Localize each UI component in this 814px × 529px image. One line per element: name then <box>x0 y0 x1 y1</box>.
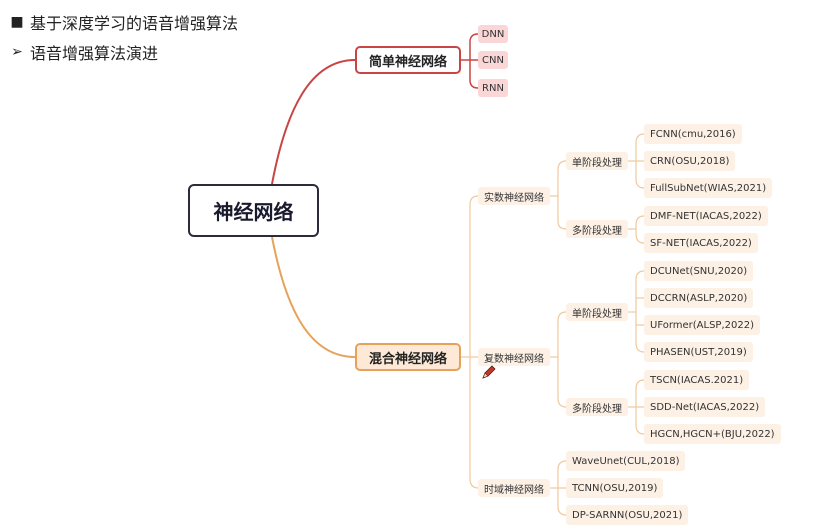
complex-nn-node[interactable]: 复数神经网络 <box>478 348 550 366</box>
bullet-2: ➢ 语音增强算法演进 <box>10 40 158 64</box>
time-domain-nn-node[interactable]: 时域神经网络 <box>478 479 550 497</box>
leaf-fullsubnet[interactable]: FullSubNet(WIAS,2021) <box>644 178 773 198</box>
leaf-crn[interactable]: CRN(OSU,2018) <box>644 151 736 171</box>
leaf-sdd-net[interactable]: SDD-Net(IACAS,2022) <box>644 397 766 417</box>
root-node[interactable]: 神经网络 <box>188 184 319 237</box>
complex-single-stage-node[interactable]: 单阶段处理 <box>566 303 628 321</box>
simple-nn-node[interactable]: 简单神经网络 <box>355 46 461 74</box>
complex-multi-stage-node[interactable]: 多阶段处理 <box>566 398 628 416</box>
bullet-2-text: 语音增强算法演进 <box>30 44 159 63</box>
dnn-node[interactable]: DNN <box>478 25 508 43</box>
leaf-waveunet[interactable]: WaveUnet(CUL,2018) <box>566 451 686 471</box>
cnn-node[interactable]: CNN <box>478 51 508 69</box>
leaf-dmf-net[interactable]: DMF-NET(IACAS,2022) <box>644 206 768 226</box>
leaf-dcunet[interactable]: DCUNet(SNU,2020) <box>644 261 754 281</box>
leaf-dccrn[interactable]: DCCRN(ASLP,2020) <box>644 288 754 308</box>
square-bullet-icon: ■ <box>10 14 24 30</box>
hybrid-nn-node[interactable]: 混合神经网络 <box>355 343 461 371</box>
real-single-stage-node[interactable]: 单阶段处理 <box>566 152 628 170</box>
arrow-bullet-icon: ➢ <box>11 44 23 60</box>
leaf-uformer[interactable]: UFormer(ALSP,2022) <box>644 315 760 335</box>
bullet-1-text: 基于深度学习的语音增强算法 <box>30 14 239 33</box>
real-nn-node[interactable]: 实数神经网络 <box>478 187 550 205</box>
leaf-sf-net[interactable]: SF-NET(IACAS,2022) <box>644 233 758 253</box>
rnn-node[interactable]: RNN <box>478 79 508 97</box>
leaf-dp-sarnn[interactable]: DP-SARNN(OSU,2021) <box>566 505 689 525</box>
leaf-tcnn[interactable]: TCNN(OSU,2019) <box>566 478 664 498</box>
real-multi-stage-node[interactable]: 多阶段处理 <box>566 220 628 238</box>
bullet-1: ■ 基于深度学习的语音增强算法 <box>10 10 238 34</box>
leaf-phasen[interactable]: PHASEN(UST,2019) <box>644 342 753 362</box>
leaf-tscn[interactable]: TSCN(IACAS.2021) <box>644 370 750 390</box>
pencil-icon <box>482 365 496 379</box>
leaf-fcnn[interactable]: FCNN(cmu,2016) <box>644 124 742 144</box>
leaf-hgcn[interactable]: HGCN,HGCN+(BJU,2022) <box>644 424 781 444</box>
